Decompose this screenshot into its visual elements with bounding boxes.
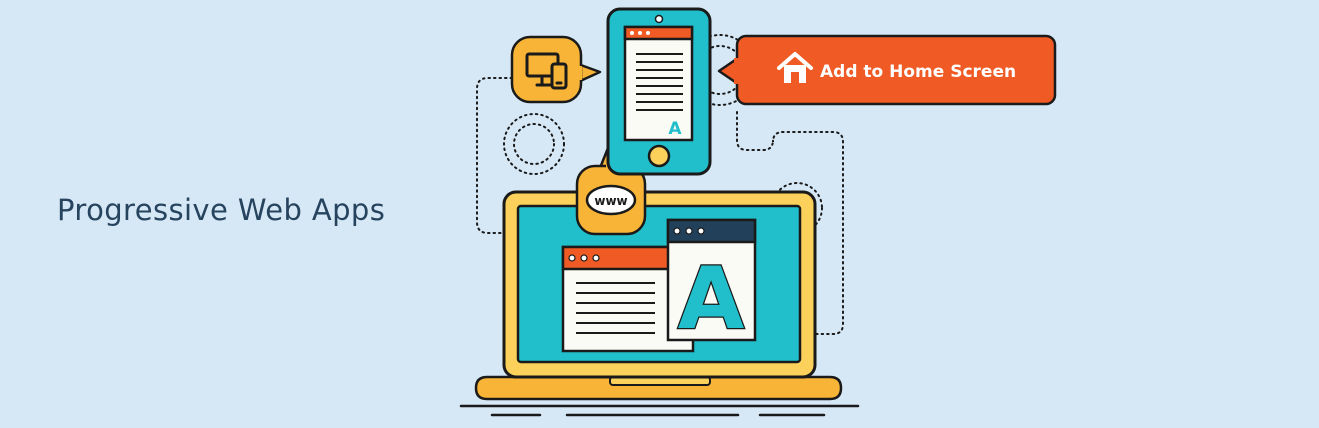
devices-bubble [510, 35, 602, 104]
laptop-base [474, 375, 843, 401]
www-label: www [594, 194, 627, 208]
page-title: Progressive Web Apps [57, 193, 386, 227]
phone-glyph: A [668, 119, 682, 139]
phone-camera [654, 14, 664, 24]
globe-icon [585, 184, 637, 216]
phone-screen [623, 25, 694, 142]
add-to-home-label: Add to Home Screen [820, 62, 1016, 82]
browser-glyph: A [678, 249, 745, 349]
dotted-connectors [476, 77, 844, 335]
floor-lines [459, 404, 860, 417]
phone-home-button [647, 144, 671, 168]
phone: A [606, 7, 712, 176]
add-to-home-callout[interactable]: Add to Home Screen [717, 34, 1057, 106]
browser-window-glyph: A [666, 218, 757, 350]
devices-icon [525, 52, 568, 90]
home-icon [777, 52, 813, 83]
